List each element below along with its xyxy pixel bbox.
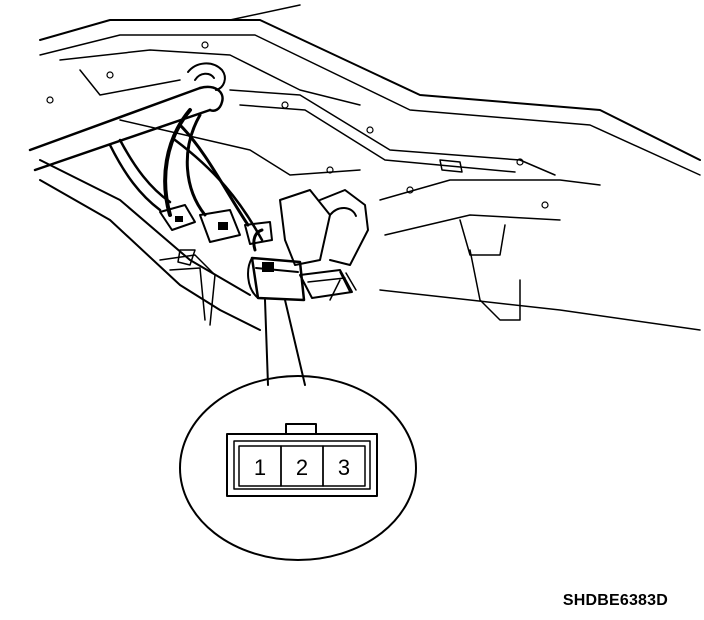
figure-code: SHDBE6383D — [562, 592, 668, 609]
pin-3-cell — [322, 445, 366, 487]
vehicle-underbody-illustration — [39, 4, 701, 331]
connector-callout-bubble — [179, 299, 417, 561]
pin-2-label: 2 — [296, 455, 308, 480]
wiring-harness-illustration — [108, 108, 369, 302]
pin-1-label: 1 — [254, 455, 266, 480]
pin-3-label: 3 — [338, 455, 350, 480]
connector-pin-face: 1 2 3 — [226, 423, 378, 497]
